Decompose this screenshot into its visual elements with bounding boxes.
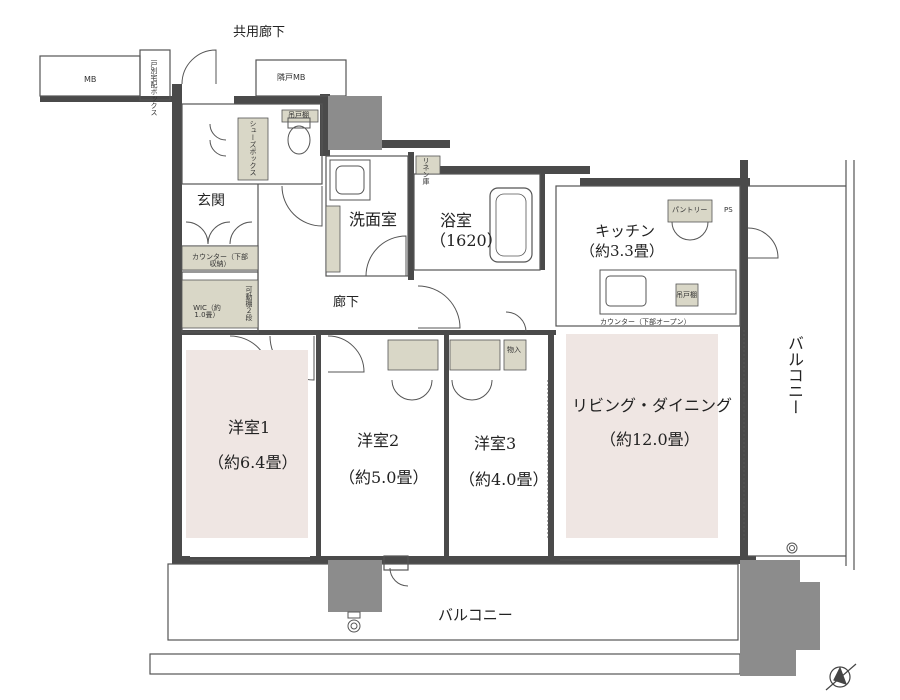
counter-left-label: カウンター（下部収納） [192, 253, 248, 268]
balcony-bottom-label: バルコニー [438, 606, 513, 624]
shoe-box-label: シューズボックス [249, 120, 257, 176]
windows [190, 330, 745, 561]
kitchen-label: キッチン [595, 222, 656, 240]
counter-kitchen-label: カウンター（下部オープン） [600, 318, 691, 326]
bath-label: 浴室 [440, 211, 473, 230]
room3-size-label: （約4.0畳） [459, 470, 549, 489]
entrance-label: 玄関 [197, 193, 225, 209]
room1-size-label: （約6.4畳） [208, 453, 298, 472]
walls [40, 84, 756, 564]
fixtures [181, 96, 820, 676]
living-size-label: （約12.0畳） [600, 430, 700, 449]
wic-label: WIC（約1.0畳） [193, 304, 221, 319]
delivery-box-label: 戸別宅配ボックス [150, 60, 158, 116]
partitions [39, 49, 855, 675]
pantry-label: パントリー [672, 206, 708, 214]
room2-size-label: （約5.0畳） [339, 468, 429, 487]
door-swings [181, 49, 779, 587]
storage-label: 物入 [507, 346, 521, 354]
hallway-label: 廊下 [333, 295, 360, 310]
room2-label: 洋室2 [357, 431, 400, 450]
ps-label: PS [724, 206, 733, 214]
compass-icon [825, 663, 857, 691]
corridor-shared-label: 共用廊下 [233, 25, 286, 40]
room3-label: 洋室3 [474, 434, 517, 453]
kitchen-size-label: （約3.3畳） [580, 242, 664, 260]
washroom-label: 洗面室 [349, 210, 398, 229]
room1-label: 洋室1 [228, 418, 271, 437]
upper-shelf-kitchen-label: 吊戸棚 [676, 291, 697, 299]
mb-left-label: MB [84, 75, 97, 84]
mb-right-label: 隣戸MB [277, 73, 306, 82]
balcony-right-label: バルコニー [785, 335, 804, 415]
bath-size-label: （1620） [430, 231, 503, 250]
upper-shelf-label: 吊戸棚 [288, 111, 309, 119]
movable-shelf-label: 可動棚２段 [245, 286, 253, 321]
linen-label: リネン庫 [422, 157, 430, 185]
living-label: リビング・ダイニング [572, 396, 733, 415]
